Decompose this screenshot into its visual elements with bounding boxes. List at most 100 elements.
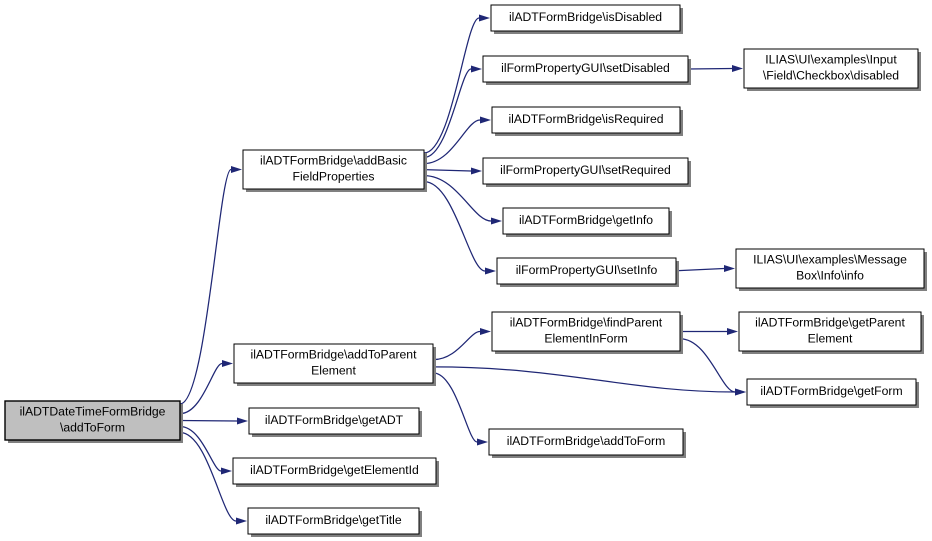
graph-edge-addBasicFieldProperties-to-isRequired: [423, 116, 491, 165]
graph-edge-addBasicFieldProperties-to-setDisabled: [423, 65, 482, 159]
graph-edge-setInfo-to-messageBoxInfo: [675, 265, 735, 272]
graph-edge-findParentElementInForm-to-getForm: [679, 338, 746, 396]
edge-arrowhead-icon: [221, 467, 232, 475]
node-label: ilADTFormBridge\addBasic: [260, 154, 407, 168]
node-label: ilADTFormBridge\getADT: [265, 413, 404, 427]
node-label: ilFormPropertyGUI\setRequired: [500, 163, 671, 177]
graph-edge-root-to-addToParentElement: [179, 360, 233, 415]
node-label: ILIAS\UI\examples\Message: [753, 253, 907, 267]
graph-node-isDisabled[interactable]: ilADTFormBridge\isDisabled: [490, 4, 683, 34]
node-box[interactable]: [248, 407, 420, 435]
graph-edge-addToParentElement-to-getForm: [432, 366, 746, 396]
edge-arrowhead-icon: [480, 328, 491, 335]
node-box[interactable]: [488, 428, 684, 456]
edge-arrowhead-icon: [471, 167, 482, 175]
node-label: ilADTFormBridge\getParent: [755, 316, 905, 330]
node-label: FieldProperties: [293, 170, 375, 184]
edge-arrowhead-icon: [231, 166, 242, 173]
graph-edge-addBasicFieldProperties-to-isDisabled: [423, 14, 490, 154]
node-box[interactable]: [247, 507, 420, 535]
node-label: Box\Info\info: [796, 269, 864, 283]
graph-node-getForm[interactable]: ilADTFormBridge\getForm: [746, 378, 919, 408]
graph-node-getADT[interactable]: ilADTFormBridge\getADT: [248, 407, 422, 437]
edge-arrowhead-icon: [471, 65, 482, 73]
node-label: ilADTFormBridge\isDisabled: [509, 10, 662, 24]
node-box[interactable]: [743, 48, 919, 89]
graph-edge-root-to-getElementId: [179, 425, 232, 475]
node-label: ilFormPropertyGUI\setInfo: [516, 263, 658, 277]
graph-node-checkboxDisabled[interactable]: ILIAS\UI\examples\Input \Field\Checkbox\d…: [743, 48, 921, 91]
edge-arrowhead-icon: [491, 217, 502, 225]
edge-arrowhead-icon: [732, 65, 743, 72]
node-box[interactable]: [746, 378, 917, 406]
edge-arrowhead-icon: [727, 328, 738, 335]
edge-arrowhead-icon: [237, 417, 248, 425]
edge-line: [679, 338, 736, 393]
graph-edge-findParentElementInForm-to-getParentElement: [680, 328, 738, 335]
node-label: \Field\Checkbox\disabled: [763, 69, 899, 83]
graph-edge-root-to-getADT: [179, 417, 248, 425]
graph-node-setDisabled[interactable]: ilFormPropertyGUI\setDisabled: [482, 55, 691, 85]
node-box[interactable]: [482, 157, 689, 185]
edge-line: [423, 181, 486, 272]
node-box[interactable]: [738, 311, 922, 352]
graph-edge-addBasicFieldProperties-to-setInfo: [423, 181, 496, 275]
graph-node-isRequired[interactable]: ilADTFormBridge\isRequired: [491, 106, 683, 136]
node-box[interactable]: [232, 457, 437, 485]
node-label: ilADTFormBridge\getForm: [760, 384, 902, 398]
edge-line: [432, 372, 478, 443]
edge-arrowhead-icon: [724, 265, 735, 272]
node-box[interactable]: [482, 55, 689, 83]
edge-line: [423, 119, 481, 165]
edge-line: [179, 362, 223, 415]
graph-node-setInfo[interactable]: ilFormPropertyGUI\setInfo: [496, 257, 679, 287]
edge-arrowhead-icon: [735, 388, 746, 396]
node-label: Element: [311, 364, 356, 378]
edge-line: [179, 431, 237, 522]
edge-arrowhead-icon: [222, 360, 233, 367]
graph-edge-addBasicFieldProperties-to-setRequired: [423, 167, 482, 175]
node-layer: ilADTDateTimeFormBridge\addToForm ilADTFo…: [4, 4, 927, 537]
node-label: ilADTFormBridge\isRequired: [508, 112, 663, 126]
node-label: ilADTFormBridge\getElementId: [250, 463, 419, 477]
graph-edge-addToParentElement-to-findParentElementInForm: [432, 328, 491, 361]
node-box[interactable]: [491, 106, 681, 134]
edge-line: [179, 425, 222, 472]
node-box[interactable]: [233, 343, 434, 384]
node-box[interactable]: [502, 207, 670, 235]
graph-edge-addBasicFieldProperties-to-getInfo: [423, 175, 502, 225]
node-label: ilADTFormBridge\findParent: [510, 316, 663, 330]
graph-node-root[interactable]: ilADTDateTimeFormBridge\addToForm: [4, 400, 183, 443]
graph-node-setRequired[interactable]: ilFormPropertyGUI\setRequired: [482, 157, 691, 187]
node-box[interactable]: [490, 4, 681, 32]
node-label: Element: [808, 332, 853, 346]
edge-arrowhead-icon: [479, 14, 490, 22]
node-box[interactable]: [491, 311, 681, 352]
edge-line: [432, 330, 481, 361]
node-box[interactable]: [242, 149, 425, 190]
edge-arrowhead-icon: [477, 438, 488, 446]
graph-node-getElementId[interactable]: ilADTFormBridge\getElementId: [232, 457, 439, 487]
edge-line: [179, 168, 232, 405]
node-box[interactable]: [496, 257, 677, 285]
graph-edge-addToParentElement-to-addToForm: [432, 372, 488, 446]
node-box[interactable]: [735, 248, 925, 289]
node-label: ElementInForm: [544, 332, 627, 346]
edge-line: [675, 267, 725, 272]
node-label: ilADTFormBridge\getInfo: [519, 213, 653, 227]
graph-node-getTitle[interactable]: ilADTFormBridge\getTitle: [247, 507, 422, 537]
graph-edge-root-to-addBasicFieldProperties: [179, 166, 242, 405]
node-label: ilADTFormBridge\getTitle: [265, 513, 402, 527]
graph-node-addToForm[interactable]: ilADTFormBridge\addToForm: [488, 428, 686, 458]
node-box[interactable]: [4, 400, 181, 441]
node-label: ILIAS\UI\examples\Input: [765, 53, 897, 67]
graph-node-getInfo[interactable]: ilADTFormBridge\getInfo: [502, 207, 672, 237]
node-label: ilADTFormBridge\addToForm: [507, 434, 665, 448]
